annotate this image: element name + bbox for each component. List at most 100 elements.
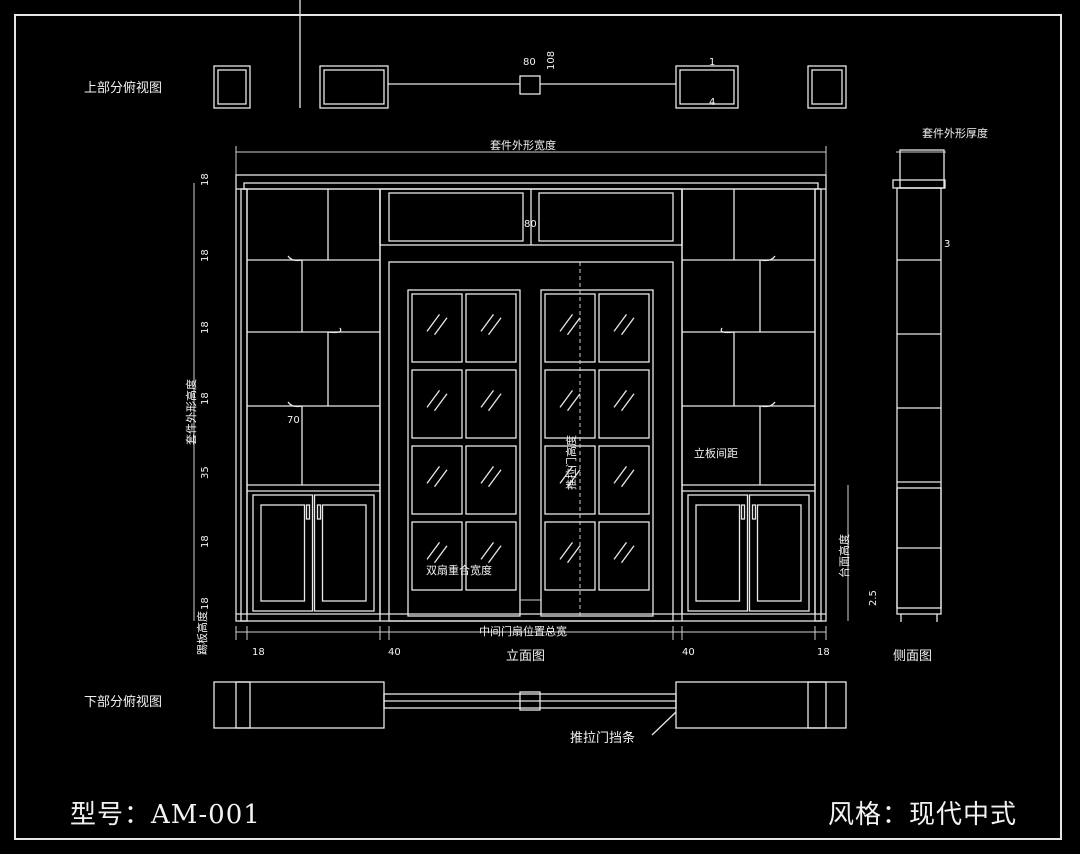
glass-hatch xyxy=(620,317,635,336)
glass-pane xyxy=(411,445,463,515)
left-door-handle-2 xyxy=(316,504,322,520)
right-base-door-panel-2 xyxy=(756,504,802,602)
glass-hatch xyxy=(620,393,635,412)
glass-hatch xyxy=(480,542,495,560)
top-plan-block-3 xyxy=(675,65,739,109)
glass-hatch xyxy=(620,545,635,564)
transom-panel-left xyxy=(388,192,524,242)
glass-hatch xyxy=(620,469,635,488)
overlap-width-label: 双扇重合宽度 xyxy=(426,564,492,577)
right-scroll-1 xyxy=(760,255,776,262)
left-side-panel xyxy=(240,188,248,622)
dim-70: 70 xyxy=(287,415,300,426)
dim-1: 1 xyxy=(709,57,716,68)
glass-pane xyxy=(465,369,517,439)
sliding-door-2 xyxy=(540,289,654,617)
dim-40-right: 40 xyxy=(682,647,695,658)
glass-hatch xyxy=(613,390,628,408)
glass-pane xyxy=(598,293,650,363)
dim-80-mid: 80 xyxy=(524,219,537,230)
top-plan-block-1 xyxy=(213,65,251,109)
door-opening xyxy=(388,261,674,622)
left-base-door-panel-2 xyxy=(321,504,367,602)
top-moulding xyxy=(243,182,819,190)
bottom-plan-block-3 xyxy=(675,681,827,729)
right-base-door-2 xyxy=(748,494,810,612)
top-plan-inner-3 xyxy=(679,69,735,105)
counter-height-label: 台面高度 xyxy=(838,534,851,578)
side-base-cabinet xyxy=(896,487,942,609)
dim-left-stack-4: 18 xyxy=(200,392,211,405)
front-elevation xyxy=(235,174,827,622)
top-plan-inner-2 xyxy=(323,69,385,105)
door-stop-leader xyxy=(651,711,677,736)
side-top-cap xyxy=(892,179,946,189)
glass-hatch xyxy=(559,542,574,560)
dim-left-stack-6: 18 xyxy=(200,535,211,548)
glass-hatch xyxy=(487,317,502,336)
right-scroll-3 xyxy=(760,401,776,408)
bottom-plan-view xyxy=(213,681,847,736)
left-scroll-1 xyxy=(287,255,303,262)
glass-hatch xyxy=(487,469,502,488)
front-view-title: 立面图 xyxy=(506,649,546,664)
transom-panel-right xyxy=(538,192,674,242)
panel-spacing-label: 立板间距 xyxy=(694,447,738,460)
glass-pane xyxy=(544,293,596,363)
top-plan-view xyxy=(213,0,847,109)
center-door-width-label: 中间门扇位置总宽 xyxy=(479,625,567,638)
door-stop-label: 推拉门挡条 xyxy=(570,731,636,746)
dim-80-top: 80 xyxy=(523,57,536,68)
right-scroll-2 xyxy=(720,327,735,334)
glass-hatch xyxy=(426,314,441,332)
glass-hatch xyxy=(426,466,441,484)
glass-hatch xyxy=(566,393,581,412)
left-scroll-2 xyxy=(327,327,342,334)
dim-left-stack-5: 35 xyxy=(200,466,211,479)
glass-hatch xyxy=(559,314,574,332)
glass-pane xyxy=(465,293,517,363)
glass-pane xyxy=(598,445,650,515)
glass-hatch xyxy=(433,393,448,412)
glass-hatch xyxy=(433,545,448,564)
dim-108: 108 xyxy=(546,50,557,70)
dim-2-5: 2.5 xyxy=(868,590,879,606)
overall-depth-label: 套件外形厚度 xyxy=(922,127,988,140)
glass-hatch xyxy=(487,545,502,564)
glass-hatch xyxy=(559,466,574,484)
model-number: 型号：AM-001 xyxy=(70,800,261,830)
dim-left-stack-2: 18 xyxy=(200,249,211,262)
top-view-title: 上部分俯视图 xyxy=(84,81,163,96)
glass-hatch xyxy=(426,390,441,408)
glass-hatch xyxy=(480,390,495,408)
glass-hatch xyxy=(613,466,628,484)
glass-pane xyxy=(411,521,463,591)
left-door-handle-1 xyxy=(305,504,311,520)
glass-hatch xyxy=(487,393,502,412)
left-base-door-2 xyxy=(313,494,375,612)
glass-hatch xyxy=(433,317,448,336)
top-plan-block-4 xyxy=(807,65,847,109)
glass-pane xyxy=(544,521,596,591)
bottom-view-title: 下部分俯视图 xyxy=(84,695,163,710)
glass-pane xyxy=(598,521,650,591)
dim-left-stack-3: 18 xyxy=(200,321,211,334)
glass-pane xyxy=(411,369,463,439)
glass-pane xyxy=(465,521,517,591)
glass-hatch xyxy=(433,469,448,488)
bottom-plan-block-1 xyxy=(213,681,251,729)
glass-pane xyxy=(465,445,517,515)
dim-40-left: 40 xyxy=(388,647,401,658)
glass-hatch xyxy=(566,469,581,488)
bottom-plan-block-2 xyxy=(235,681,385,729)
kick-height-label: 踢板高度 xyxy=(196,611,209,655)
top-plan-track xyxy=(519,75,541,95)
side-elevation xyxy=(892,149,946,622)
overall-height-label: 套件外形高度 xyxy=(185,379,198,445)
glass-hatch xyxy=(566,317,581,336)
glass-hatch xyxy=(559,390,574,408)
dimension-lines xyxy=(193,146,946,640)
glass-hatch xyxy=(613,542,628,560)
side-view-title: 侧面图 xyxy=(893,649,933,664)
